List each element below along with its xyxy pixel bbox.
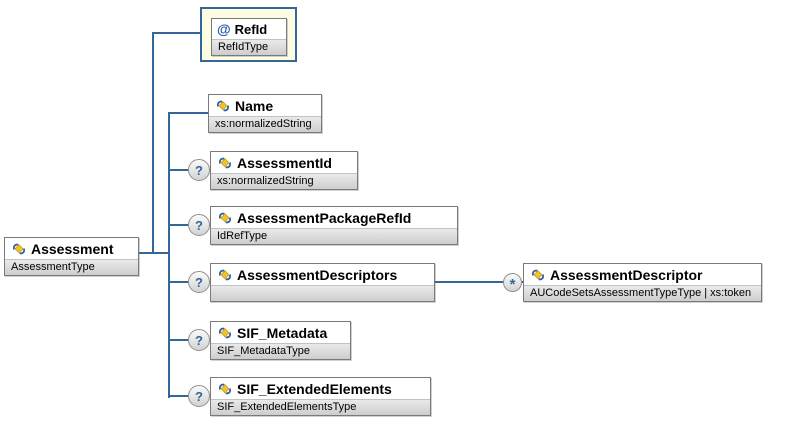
attribute-icon: @	[217, 21, 231, 37]
element-box-assessmentdescriptor[interactable]: AssessmentDescriptor AUCodeSetsAssessmen…	[523, 263, 762, 302]
attribute-box-refid[interactable]: @ RefId RefIdType	[211, 18, 287, 56]
element-icon	[218, 212, 232, 224]
element-type: AUCodeSetsAssessmentTypeType | xs:token	[524, 285, 761, 301]
element-title-row: SIF_Metadata	[211, 322, 350, 343]
element-icon	[531, 269, 545, 281]
element-icon	[218, 383, 232, 395]
element-name: AssessmentDescriptor	[550, 266, 703, 283]
element-box-name[interactable]: Name xs:normalizedString	[208, 94, 322, 133]
connector-trunk-children	[168, 112, 170, 398]
optional-indicator: ?	[188, 271, 210, 293]
repeat-indicator-glyph: *	[509, 276, 516, 293]
element-icon	[216, 100, 230, 112]
element-type: xs:normalizedString	[211, 173, 357, 189]
element-box-assessment[interactable]: Assessment AssessmentType	[4, 237, 139, 276]
connector-line-assessmentdescriptor	[433, 281, 523, 283]
element-type: SIF_ExtendedElementsType	[211, 399, 430, 415]
optional-indicator: ?	[188, 329, 210, 351]
element-title-row: AssessmentDescriptor	[524, 264, 761, 285]
optional-indicator: ?	[188, 385, 210, 407]
optional-indicator: ?	[188, 214, 210, 236]
element-type: AssessmentType	[5, 259, 138, 275]
element-type: xs:normalizedString	[209, 116, 321, 132]
element-type	[211, 285, 434, 301]
element-box-assessmentid[interactable]: AssessmentId xs:normalizedString	[210, 151, 358, 190]
element-name: AssessmentDescriptors	[237, 266, 398, 283]
element-box-assessmentdescriptors[interactable]: AssessmentDescriptors	[210, 263, 435, 302]
element-title-row: Assessment	[5, 238, 138, 259]
element-type: SIF_MetadataType	[211, 343, 350, 359]
optional-indicator: ?	[188, 159, 210, 181]
element-name: Assessment	[31, 240, 114, 257]
attribute-container-refid: @ RefId RefIdType	[200, 7, 297, 62]
element-title-row: Name	[209, 95, 321, 116]
element-name: AssessmentPackageRefId	[237, 209, 412, 226]
attribute-type: RefIdType	[212, 39, 286, 55]
element-name: SIF_ExtendedElements	[237, 380, 392, 397]
element-icon	[218, 157, 232, 169]
element-box-sif-extendedelements[interactable]: SIF_ExtendedElements SIF_ExtendedElement…	[210, 377, 431, 416]
connector-line-name	[168, 112, 210, 114]
repeat-indicator: *	[503, 273, 522, 293]
connector-trunk-attribute	[152, 32, 154, 254]
element-title-row: SIF_ExtendedElements	[211, 378, 430, 399]
element-title-row: AssessmentId	[211, 152, 357, 173]
element-icon	[218, 327, 232, 339]
attribute-name: RefId	[234, 21, 268, 37]
element-box-assessmentpackagerefid[interactable]: AssessmentPackageRefId IdRefType	[210, 206, 458, 245]
element-title-row: AssessmentDescriptors	[211, 264, 434, 285]
attribute-title-row: @ RefId	[212, 19, 286, 39]
element-title-row: AssessmentPackageRefId	[211, 207, 457, 228]
element-name: SIF_Metadata	[237, 324, 328, 341]
element-icon	[218, 269, 232, 281]
element-box-sif-metadata[interactable]: SIF_Metadata SIF_MetadataType	[210, 321, 351, 360]
element-name: AssessmentId	[237, 154, 332, 171]
connector-line-refid	[152, 32, 200, 34]
element-icon	[12, 243, 26, 255]
element-name: Name	[235, 97, 274, 114]
element-type: IdRefType	[211, 228, 457, 244]
